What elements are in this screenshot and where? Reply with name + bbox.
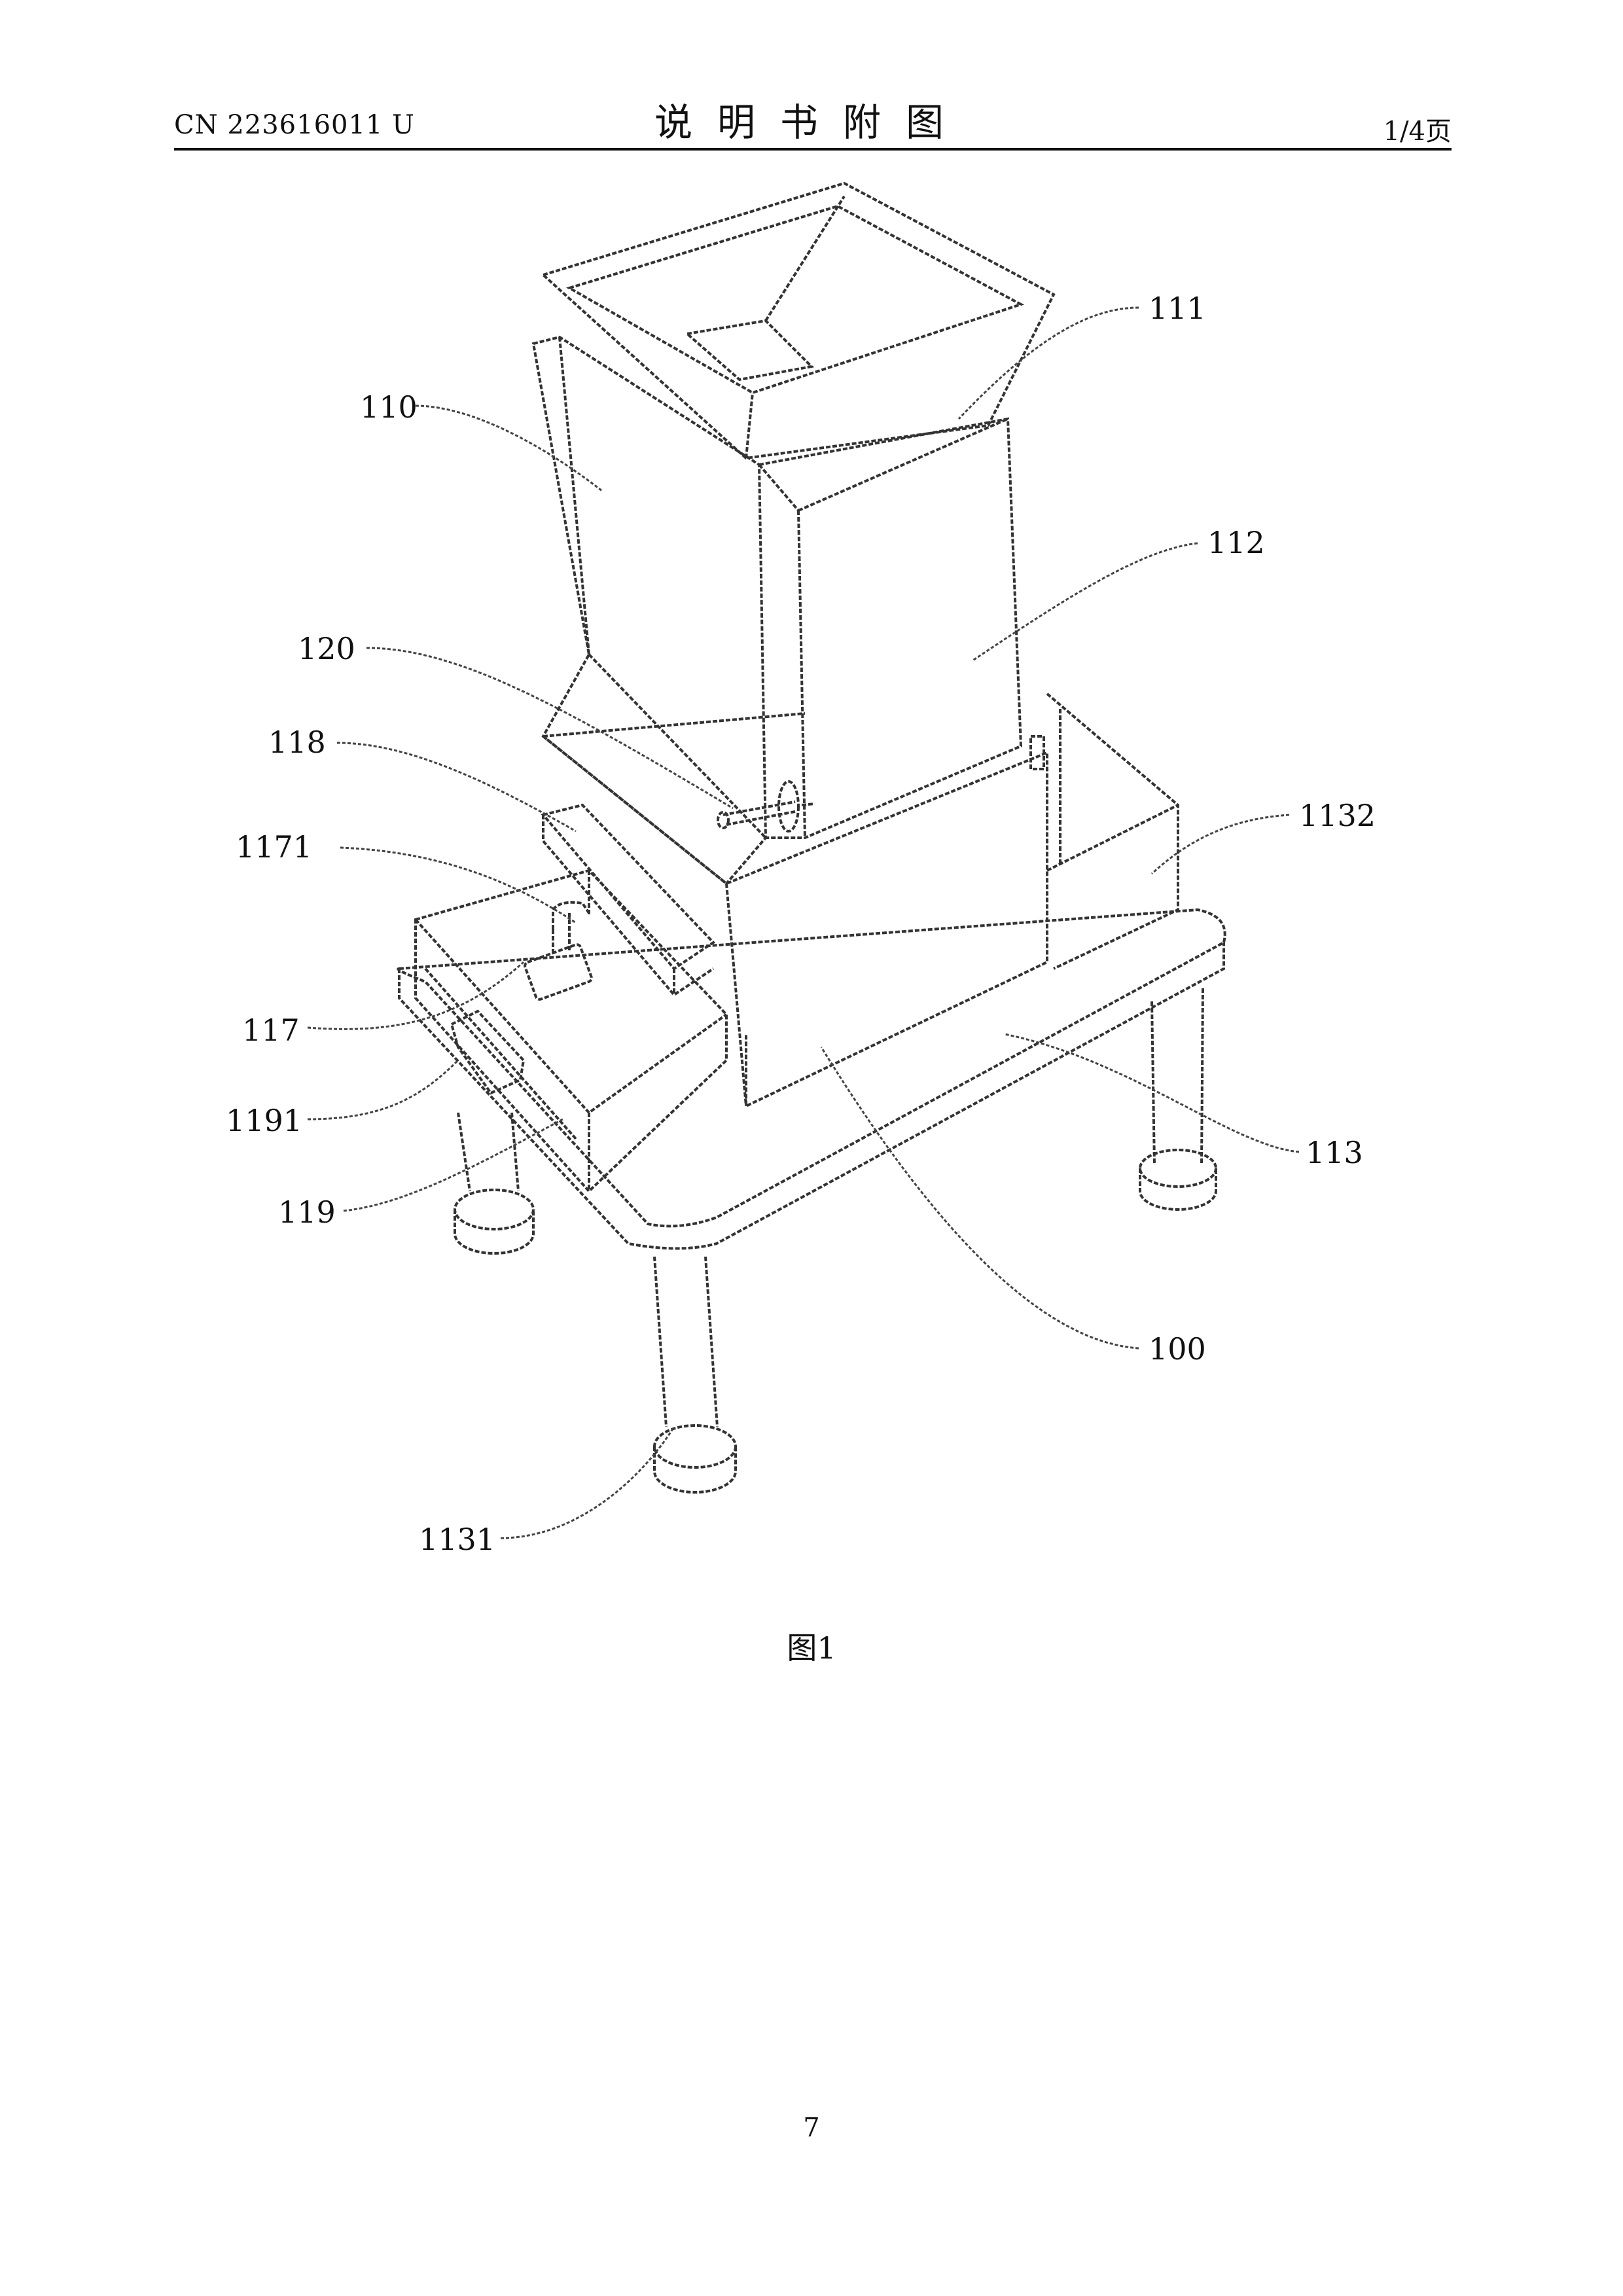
- ref-118: 118: [268, 725, 326, 760]
- leg-front-left: [455, 1113, 533, 1253]
- ref-1171: 1171: [236, 829, 312, 865]
- ref-120: 120: [298, 631, 355, 666]
- leg-front-center: [654, 1257, 736, 1492]
- side-bracket: [543, 805, 713, 995]
- reference-numerals: 110 111 112 120 118 1171 1132 117 1191 1…: [226, 291, 1376, 1557]
- leg-back-right: [1140, 988, 1216, 1210]
- page-number: 7: [0, 2113, 1623, 2143]
- ref-117: 117: [242, 1013, 300, 1048]
- figure-caption: 图1: [0, 1624, 1623, 1668]
- rear-box: [1047, 694, 1178, 969]
- ref-119: 119: [278, 1194, 336, 1230]
- ref-113: 113: [1306, 1135, 1363, 1170]
- ref-110: 110: [360, 389, 418, 425]
- main-body: [543, 713, 1047, 1106]
- ref-1131: 1131: [419, 1522, 495, 1557]
- handle-1171: [524, 903, 592, 1001]
- ref-100: 100: [1149, 1331, 1206, 1367]
- ref-111: 111: [1149, 291, 1206, 326]
- upper-housing: [533, 337, 766, 884]
- ref-1132: 1132: [1299, 798, 1376, 833]
- ref-1191: 1191: [226, 1103, 302, 1138]
- ref-112: 112: [1207, 525, 1265, 560]
- feed-hopper: [543, 183, 1054, 458]
- motor-box: [759, 419, 1044, 838]
